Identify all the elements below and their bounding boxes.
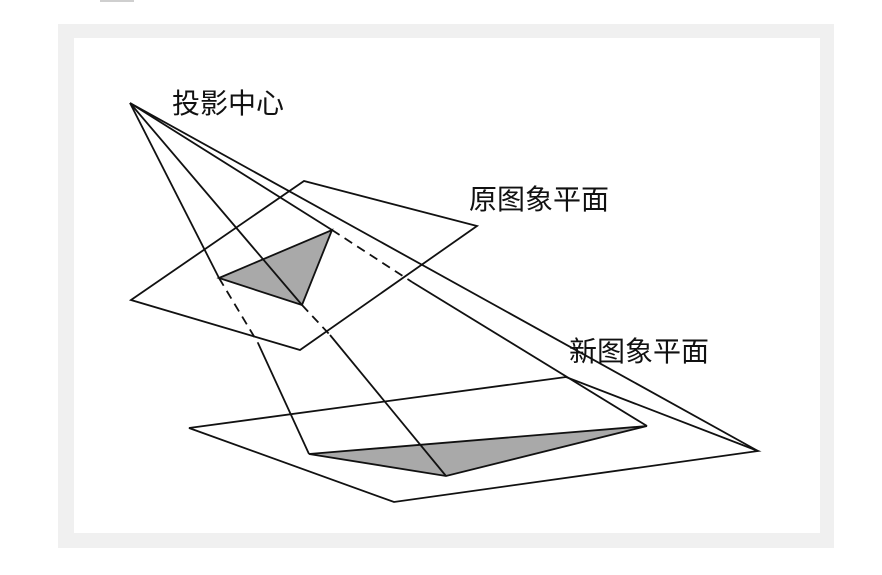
projection-ray-1b <box>257 342 310 455</box>
top-edge-mark <box>100 0 134 2</box>
original-plane-label: 原图象平面 <box>469 183 610 216</box>
original-triangle <box>216 228 334 307</box>
projection-ray-1-hidden <box>218 277 259 344</box>
projection-ray-1a <box>129 102 220 279</box>
projection-ray-3b <box>411 281 648 427</box>
projection-ray-3a <box>129 102 333 231</box>
new-plane-label: 新图象平面 <box>569 335 710 368</box>
extended-ray <box>129 102 759 452</box>
projection-center-label: 投影中心 <box>172 87 285 120</box>
projection-ray-2b <box>329 334 447 477</box>
projection-ray-2a <box>129 102 303 306</box>
original-image-plane <box>128 180 480 351</box>
projection-ray-3-hidden <box>331 229 413 283</box>
projected-triangle <box>308 425 648 477</box>
projection-ray-2-hidden <box>301 304 331 336</box>
